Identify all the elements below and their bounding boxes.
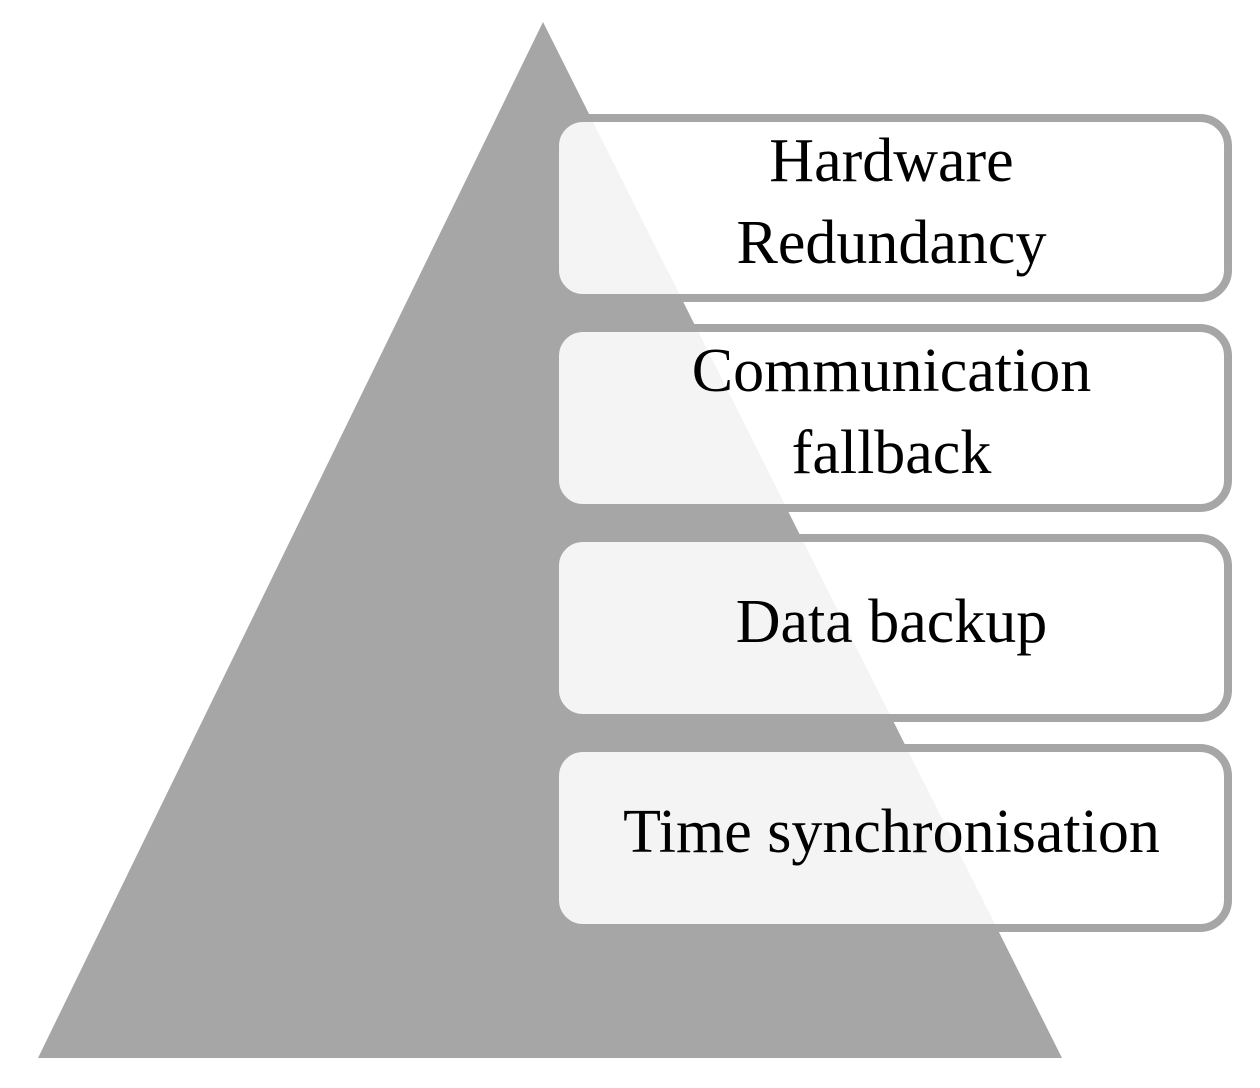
layer-label-line: Communication	[692, 337, 1092, 405]
layer-box-fill	[555, 118, 1228, 298]
layer-box-border	[551, 744, 1232, 932]
layer-label-line: Hardware	[769, 127, 1013, 195]
layer-label-line: Time synchronisation	[623, 798, 1160, 866]
layer-box-triangle-overlap	[555, 748, 1062, 928]
layer-label-line: Data backup	[736, 588, 1048, 656]
layer-label-line: fallback	[792, 419, 992, 487]
layer-label-communication-fallback: Communication fallback	[692, 337, 1092, 487]
pyramid-layer-data-backup[interactable]: Data backup	[38, 22, 1232, 1058]
layer-box-border	[551, 324, 1232, 512]
layer-label-line: Redundancy	[737, 209, 1047, 277]
layer-box-border	[551, 114, 1232, 302]
pyramid-layer-communication-fallback[interactable]: Communication fallback	[38, 22, 1232, 1058]
layer-box-border	[551, 534, 1232, 722]
layer-label-data-backup: Data backup	[736, 588, 1048, 656]
pyramid-layer-time-synchronisation[interactable]: Time synchronisation	[38, 22, 1232, 1058]
layer-label-time-synchronisation: Time synchronisation	[623, 798, 1160, 866]
